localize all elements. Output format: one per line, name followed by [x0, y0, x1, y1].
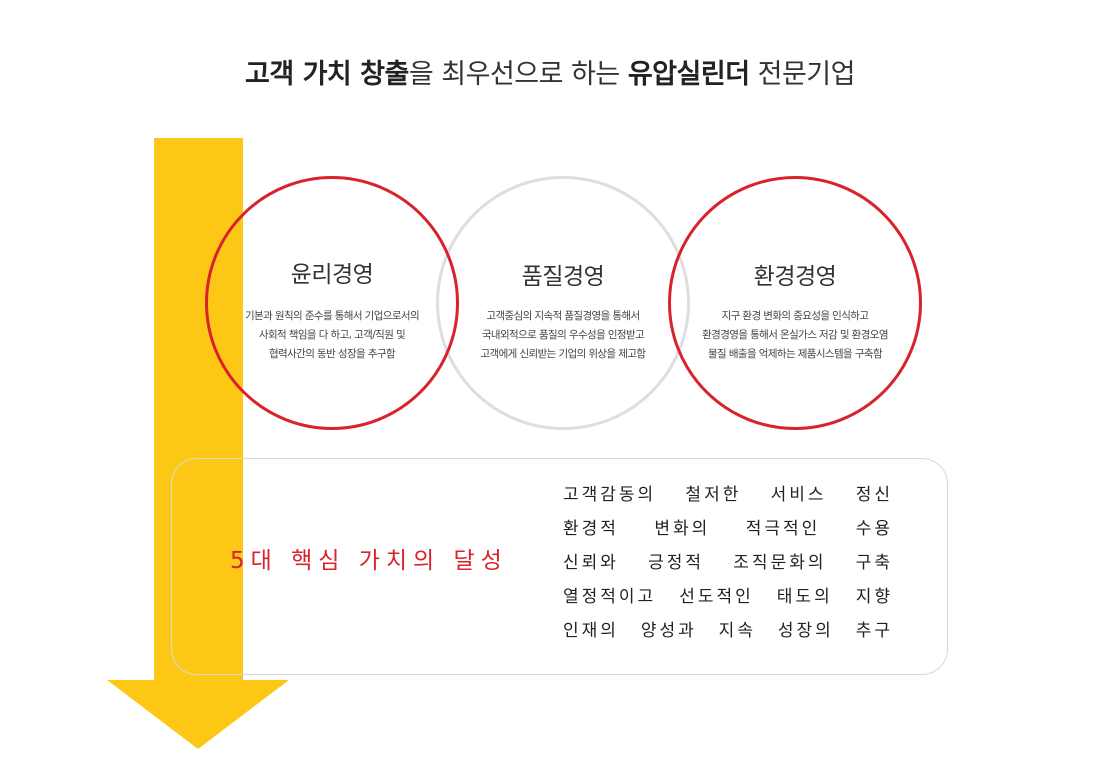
- circle-title-quality: 품질경영: [521, 264, 605, 290]
- headline-text-2: 전문기업: [749, 59, 856, 90]
- headline-emphasis-1: 고객 가치 창출: [245, 59, 409, 90]
- page-headline: 고객 가치 창출을 최우선으로 하는 유압실린더 전문기업: [0, 52, 1100, 91]
- circle-desc-line: 지구 환경 변화의 중요성을 인식하고: [721, 310, 869, 322]
- core-values-title: 5대 핵심 가치의 달성: [230, 548, 508, 574]
- circle-desc-environment: 지구 환경 변화의 중요성을 인식하고 환경경영을 통해서 온실가스 저감 및 …: [665, 307, 925, 364]
- core-values-box: [171, 458, 948, 675]
- circle-desc-quality: 고객중심의 지속적 품질경영을 통해서 국내외적으로 품질의 우수성을 인정받고…: [433, 307, 693, 364]
- core-value-item: 고객감동의 철저한 서비스 정신: [563, 485, 893, 505]
- circle-desc-line: 물질 배출을 억제하는 제품시스템을 구축함: [707, 348, 883, 360]
- circle-environment: [668, 176, 922, 430]
- circle-desc-line: 기본과 원칙의 준수를 통해서 기업으로서의: [244, 310, 420, 322]
- circle-title-ethics: 윤리경영: [290, 262, 374, 288]
- circle-desc-line: 고객중심의 지속적 품질경영을 통해서: [486, 310, 640, 322]
- circle-desc-line: 국내외적으로 품질의 우수성을 인정받고: [481, 329, 645, 341]
- circle-desc-line: 환경경영을 통해서 온실가스 저감 및 환경오염: [702, 329, 888, 341]
- core-value-item: 신뢰와 긍정적 조직문화의 구축: [563, 553, 893, 573]
- circle-title-environment: 환경경영: [753, 264, 837, 290]
- circle-desc-ethics: 기본과 원칙의 준수를 통해서 기업으로서의 사회적 책임을 다 하고, 고객/…: [202, 307, 462, 364]
- circle-quality: [436, 176, 690, 430]
- core-value-item: 인재의 양성과 지속 성장의 추구: [563, 621, 893, 641]
- circle-desc-line: 협력사간의 동반 성장을 추구함: [269, 348, 396, 360]
- down-arrow-head: [107, 680, 289, 749]
- core-value-item: 열정적이고 선도적인 태도의 지향: [563, 587, 893, 607]
- circle-desc-line: 사회적 책임을 다 하고, 고객/직원 및: [258, 329, 406, 341]
- circle-ethics: [205, 176, 459, 430]
- headline-emphasis-2: 유압실린더: [627, 59, 750, 90]
- headline-text-1: 을 최우선으로 하는: [408, 59, 628, 90]
- core-value-item: 환경적 변화의 적극적인 수용: [563, 519, 893, 539]
- circle-desc-line: 고객에게 신뢰받는 기업의 위상을 제고함: [480, 348, 647, 360]
- core-values-list: 고객감동의 철저한 서비스 정신 환경적 변화의 적극적인 수용 신뢰와 긍정적…: [563, 482, 893, 652]
